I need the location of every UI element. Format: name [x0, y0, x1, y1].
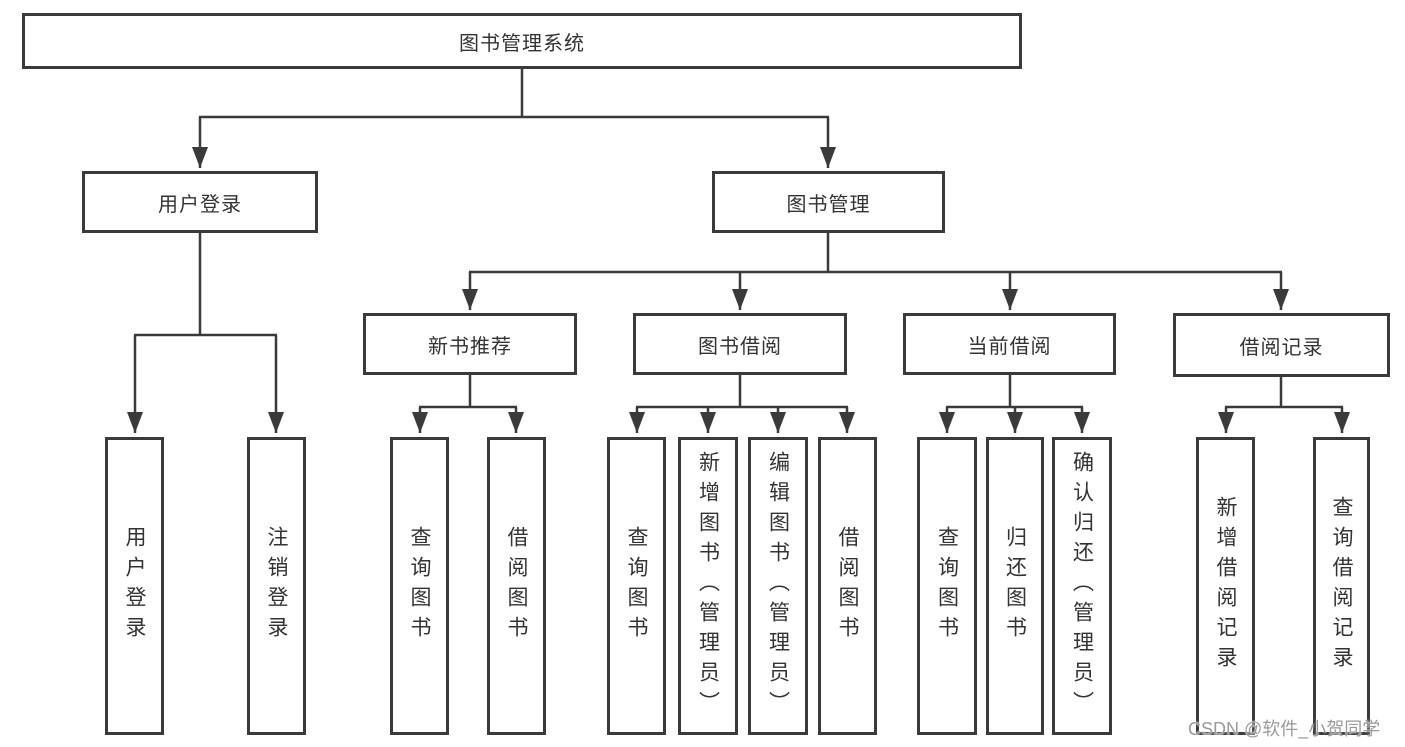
leaf-nb-query-books-label: 查询图书 [408, 526, 431, 646]
leaf-nb-borrow-books-label: 借阅图书 [505, 526, 528, 646]
leaf-user-login-label: 用户登录 [123, 526, 146, 646]
leaf-bb-query-books: 查询图书 [607, 437, 666, 735]
node-borrowing-records-label: 借阅记录 [1239, 336, 1324, 359]
leaf-br-add-record: 新增借阅记录 [1196, 437, 1255, 735]
node-book-management: 图书管理 [712, 171, 945, 233]
leaf-logout: 注销登录 [247, 437, 306, 735]
node-borrowing-records: 借阅记录 [1173, 313, 1390, 377]
leaf-bb-query-books-label: 查询图书 [625, 526, 648, 646]
leaf-cb-query-books-label: 查询图书 [935, 526, 959, 646]
leaf-nb-borrow-books: 借阅图书 [487, 437, 546, 735]
leaf-nb-query-books: 查询图书 [390, 437, 449, 735]
leaf-br-query-record-label: 查询借阅记录 [1330, 496, 1353, 676]
leaf-bb-edit-books-admin-label: 编辑图书（管理员） [766, 451, 790, 721]
leaf-logout-label: 注销登录 [265, 526, 288, 646]
leaf-br-query-record: 查询借阅记录 [1313, 437, 1370, 735]
node-current-borrowing-label: 当前借阅 [967, 335, 1052, 358]
leaf-bb-borrow-books-label: 借阅图书 [836, 526, 859, 646]
leaf-cb-return-books-label: 归还图书 [1003, 526, 1027, 646]
leaf-bb-edit-books-admin: 编辑图书（管理员） [748, 437, 808, 735]
leaf-cb-confirm-return-admin: 确认归还（管理员） [1052, 437, 1112, 735]
node-book-borrowing: 图书借阅 [633, 313, 847, 375]
node-new-book-recommend: 新书推荐 [363, 313, 577, 375]
node-user-login-label: 用户登录 [158, 193, 242, 216]
csdn-watermark: CSDN @软件_小贺同学 [1188, 719, 1381, 739]
leaf-bb-borrow-books: 借阅图书 [818, 437, 877, 735]
leaf-cb-confirm-return-admin-label: 确认归还（管理员） [1070, 451, 1094, 721]
leaf-br-add-record-label: 新增借阅记录 [1214, 496, 1237, 676]
node-book-management-label: 图书管理 [786, 193, 871, 216]
node-user-login: 用户登录 [82, 171, 318, 233]
leaf-cb-return-books: 归还图书 [986, 437, 1044, 735]
node-library-system-label: 图书管理系统 [459, 32, 585, 55]
node-current-borrowing: 当前借阅 [903, 313, 1116, 375]
node-book-borrowing-label: 图书借阅 [698, 335, 782, 358]
node-library-system: 图书管理系统 [22, 13, 1022, 69]
leaf-user-login: 用户登录 [105, 437, 164, 735]
leaf-cb-query-books: 查询图书 [917, 437, 977, 735]
leaf-bb-add-books-admin: 新增图书（管理员） [678, 437, 738, 735]
node-new-book-recommend-label: 新书推荐 [428, 335, 512, 358]
leaf-bb-add-books-admin-label: 新增图书（管理员） [696, 451, 720, 721]
